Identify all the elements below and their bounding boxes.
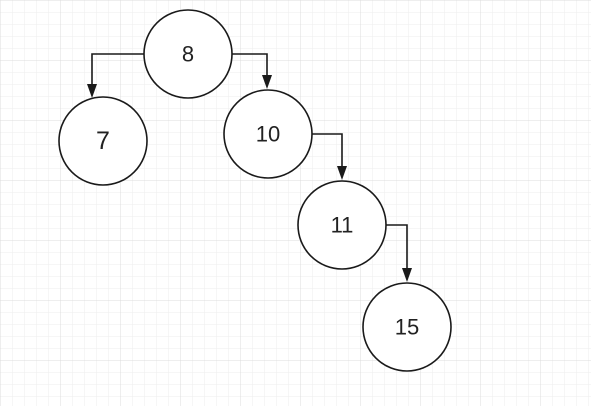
node-label: 10 [256,122,280,147]
edge-8-to-7[interactable] [87,53,144,98]
tree-node-10[interactable]: 10 [223,89,313,179]
arrow-head [262,75,272,89]
tree-node-11[interactable]: 11 [297,180,387,270]
node-label: 7 [96,127,110,155]
edge-10-to-11[interactable] [312,133,347,180]
node-label: 15 [395,315,419,340]
arrow-head [337,166,347,180]
arrow-head [402,268,412,282]
node-label: 11 [331,213,354,238]
tree-node-15[interactable]: 15 [362,282,452,372]
arrow-head [87,84,97,98]
edge-11-to-15[interactable] [386,224,412,282]
tree-node-8[interactable]: 8 [143,9,233,99]
node-label: 8 [182,42,194,67]
tree-node-7[interactable]: 7 [58,96,148,186]
edge-8-to-10[interactable] [232,53,272,89]
